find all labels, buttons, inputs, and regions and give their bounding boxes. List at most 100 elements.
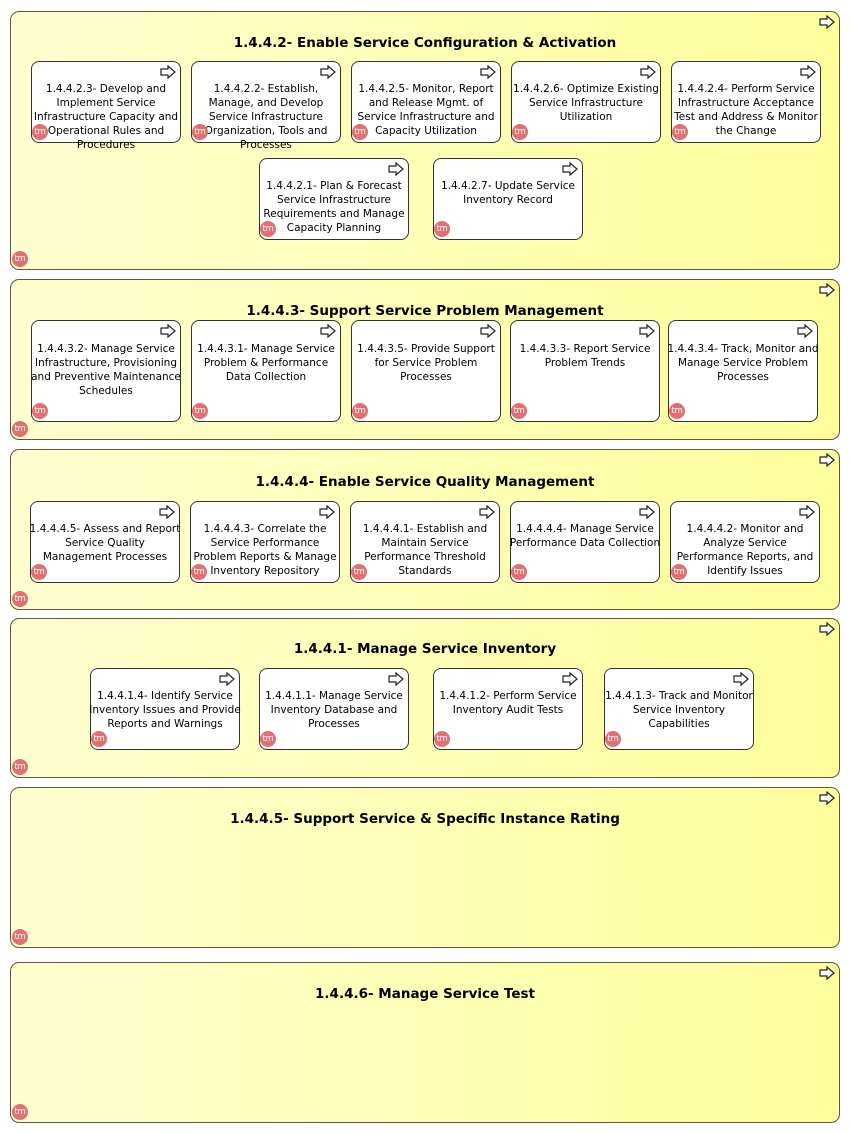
- arrow-right-icon: [562, 672, 578, 686]
- process-box-1-4-4-1-1[interactable]: 1.4.4.1.1- Manage Service Inventory Data…: [259, 668, 409, 750]
- tm-logo-icon: tm: [434, 731, 450, 747]
- tm-logo-icon: tm: [12, 929, 28, 945]
- group-enable-service-configuration-activation[interactable]: 1.4.4.2- Enable Service Configuration & …: [10, 11, 840, 270]
- arrow-right-icon: [219, 672, 235, 686]
- group-manage-service-test[interactable]: 1.4.4.6- Manage Service Test tm: [10, 962, 840, 1123]
- tm-logo-icon: tm: [91, 731, 107, 747]
- arrow-right-icon: [819, 622, 835, 636]
- tm-logo-icon: tm: [192, 403, 208, 419]
- tm-logo-icon: tm: [671, 564, 687, 580]
- process-box-1-4-4-1-3[interactable]: 1.4.4.1.3- Track and Monitor Service Inv…: [604, 668, 754, 750]
- group-support-service-problem-management[interactable]: 1.4.4.3- Support Service Problem Managem…: [10, 279, 840, 440]
- arrow-right-icon: [479, 505, 495, 519]
- group-title: 1.4.4.1- Manage Service Inventory: [293, 641, 557, 657]
- process-box-1-4-4-2-3[interactable]: 1.4.4.2.3- Develop and Implement Service…: [31, 61, 181, 151]
- process-label: 1.4.4.4.1- Establish and Maintain Servic…: [362, 523, 488, 577]
- process-box-1-4-4-3-1[interactable]: 1.4.4.3.1- Manage Service Problem & Perf…: [191, 320, 341, 422]
- process-box-1-4-4-2-1[interactable]: 1.4.4.2.1- Plan & Forecast Service Infra…: [259, 158, 409, 240]
- arrow-right-icon: [319, 505, 335, 519]
- arrow-right-icon: [819, 966, 835, 980]
- process-box-1-4-4-4-2[interactable]: 1.4.4.4.2- Monitor and Analyze Service P…: [670, 501, 820, 583]
- tm-logo-icon: tm: [511, 564, 527, 580]
- tm-logo-icon: tm: [12, 591, 28, 607]
- arrow-right-icon: [480, 324, 496, 338]
- process-label: 1.4.4.2.5- Monitor, Report and Release M…: [357, 83, 495, 137]
- tm-logo-icon: tm: [351, 564, 367, 580]
- process-label: 1.4.4.3.2- Manage Service Infrastructure…: [31, 343, 181, 397]
- process-label: 1.4.4.1.2- Perform Service Inventory Aud…: [439, 690, 577, 716]
- tm-logo-icon: tm: [31, 564, 47, 580]
- group-title: 1.4.4.6- Manage Service Test: [315, 986, 535, 1002]
- process-label: 1.4.4.4.5- Assess and Report Service Qua…: [29, 523, 181, 563]
- tm-logo-icon: tm: [260, 731, 276, 747]
- arrow-right-icon: [640, 65, 656, 79]
- group-enable-service-quality-management[interactable]: 1.4.4.4- Enable Service Quality Manageme…: [10, 449, 840, 610]
- arrow-right-icon: [320, 324, 336, 338]
- group-manage-service-inventory[interactable]: 1.4.4.1- Manage Service Inventory tm 1.4…: [10, 618, 840, 778]
- tm-logo-icon: tm: [669, 403, 685, 419]
- process-label: 1.4.4.3.1- Manage Service Problem & Perf…: [197, 343, 335, 383]
- tm-logo-icon: tm: [512, 124, 528, 140]
- process-label: 1.4.4.1.1- Manage Service Inventory Data…: [265, 690, 403, 730]
- arrow-right-icon: [480, 65, 496, 79]
- process-box-1-4-4-1-4[interactable]: 1.4.4.1.4- Identify Service Inventory Is…: [89, 668, 241, 750]
- tm-logo-icon: tm: [12, 1104, 28, 1120]
- process-box-1-4-4-4-1[interactable]: 1.4.4.4.1- Establish and Maintain Servic…: [350, 501, 500, 583]
- arrow-right-icon: [800, 65, 816, 79]
- process-box-1-4-4-1-2[interactable]: 1.4.4.1.2- Perform Service Inventory Aud…: [433, 668, 583, 750]
- arrow-right-icon: [160, 324, 176, 338]
- process-label: 1.4.4.2.4- Perform Service Infrastructur…: [674, 83, 818, 137]
- process-box-1-4-4-3-5[interactable]: 1.4.4.3.5- Provide Support for Service P…: [351, 320, 501, 422]
- process-label: 1.4.4.3.3- Report Service Problem Trends: [519, 343, 651, 369]
- arrow-right-icon: [819, 791, 835, 805]
- process-label: 1.4.4.3.5- Provide Support for Service P…: [357, 343, 495, 383]
- group-title: 1.4.4.4- Enable Service Quality Manageme…: [255, 474, 595, 490]
- arrow-right-icon: [562, 162, 578, 176]
- tm-logo-icon: tm: [511, 403, 527, 419]
- process-label: 1.4.4.4.4- Manage Service Performance Da…: [509, 523, 661, 549]
- process-box-1-4-4-3-4[interactable]: 1.4.4.3.4- Track, Monitor and Manage Ser…: [667, 320, 819, 422]
- process-box-1-4-4-3-3[interactable]: 1.4.4.3.3- Report Service Problem Trends…: [510, 320, 660, 422]
- process-label: 1.4.4.2.7- Update Service Inventory Reco…: [440, 180, 576, 206]
- process-label: 1.4.4.2.1- Plan & Forecast Service Infra…: [263, 180, 405, 234]
- tm-logo-icon: tm: [672, 124, 688, 140]
- process-box-1-4-4-2-4[interactable]: 1.4.4.2.4- Perform Service Infrastructur…: [671, 61, 821, 143]
- arrow-right-icon: [819, 15, 835, 29]
- tm-logo-icon: tm: [434, 221, 450, 237]
- process-box-1-4-4-4-5[interactable]: 1.4.4.4.5- Assess and Report Service Qua…: [30, 501, 180, 583]
- group-title: 1.4.4.3- Support Service Problem Managem…: [246, 303, 604, 319]
- arrow-right-icon: [733, 672, 749, 686]
- arrow-right-icon: [639, 505, 655, 519]
- process-box-1-4-4-2-2[interactable]: 1.4.4.2.2- Establish, Manage, and Develo…: [191, 61, 341, 151]
- process-box-1-4-4-3-2[interactable]: 1.4.4.3.2- Manage Service Infrastructure…: [31, 320, 181, 422]
- process-label: 1.4.4.2.3- Develop and Implement Service…: [33, 83, 179, 151]
- arrow-right-icon: [160, 65, 176, 79]
- arrow-right-icon: [639, 324, 655, 338]
- process-box-1-4-4-4-3[interactable]: 1.4.4.4.3- Correlate the Service Perform…: [190, 501, 340, 583]
- process-label: 1.4.4.1.4- Identify Service Inventory Is…: [89, 690, 241, 730]
- tm-logo-icon: tm: [12, 759, 28, 775]
- arrow-right-icon: [388, 162, 404, 176]
- group-title: 1.4.4.5- Support Service & Specific Inst…: [230, 811, 620, 827]
- tm-logo-icon: tm: [192, 124, 208, 140]
- tm-logo-icon: tm: [32, 124, 48, 140]
- tm-logo-icon: tm: [605, 731, 621, 747]
- process-box-1-4-4-2-6[interactable]: 1.4.4.2.6- Optimize Existing Service Inf…: [511, 61, 661, 143]
- arrow-right-icon: [159, 505, 175, 519]
- process-label: 1.4.4.3.4- Track, Monitor and Manage Ser…: [667, 343, 819, 383]
- arrow-right-icon: [797, 324, 813, 338]
- arrow-right-icon: [819, 283, 835, 297]
- tm-logo-icon: tm: [352, 124, 368, 140]
- process-label: 1.4.4.2.2- Establish, Manage, and Develo…: [204, 83, 328, 151]
- tm-logo-icon: tm: [12, 251, 28, 267]
- tm-logo-icon: tm: [191, 564, 207, 580]
- group-title: 1.4.4.2- Enable Service Configuration & …: [233, 35, 617, 51]
- tm-logo-icon: tm: [260, 221, 276, 237]
- process-box-1-4-4-2-5[interactable]: 1.4.4.2.5- Monitor, Report and Release M…: [351, 61, 501, 143]
- process-label: 1.4.4.2.6- Optimize Existing Service Inf…: [513, 83, 659, 123]
- process-box-1-4-4-4-4[interactable]: 1.4.4.4.4- Manage Service Performance Da…: [510, 501, 660, 583]
- process-label: 1.4.4.1.3- Track and Monitor Service Inv…: [605, 690, 753, 730]
- group-support-service-specific-instance-rating[interactable]: 1.4.4.5- Support Service & Specific Inst…: [10, 787, 840, 948]
- tm-logo-icon: tm: [12, 421, 28, 437]
- process-box-1-4-4-2-7[interactable]: 1.4.4.2.7- Update Service Inventory Reco…: [433, 158, 583, 240]
